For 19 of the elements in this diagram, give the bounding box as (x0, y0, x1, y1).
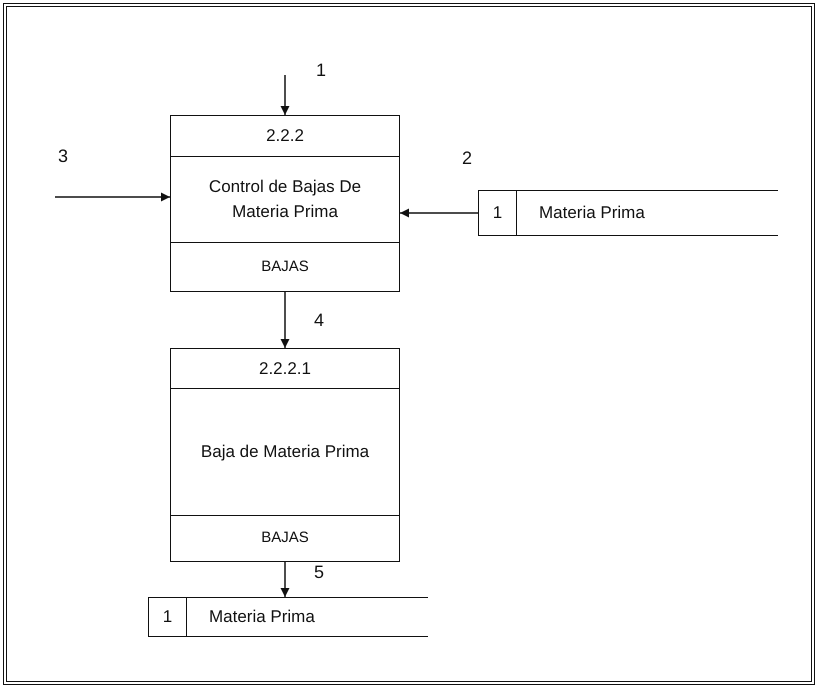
process-number: 2.2.2 (266, 125, 304, 148)
process-box (170, 348, 400, 562)
data-store (478, 190, 778, 236)
store-number: 1 (479, 191, 517, 235)
process-number: 2.2.2.1 (259, 358, 311, 380)
data-store (148, 597, 428, 637)
arrow (280, 292, 290, 348)
arrow (280, 75, 290, 115)
process-name: Baja de Materia Prima (200, 441, 370, 464)
store-number: 1 (149, 598, 187, 636)
process-box (170, 115, 400, 292)
process-location: BAJAS (261, 528, 309, 548)
store-name: Materia Prima (208, 607, 315, 627)
process-location: BAJAS (261, 256, 309, 277)
arrow (400, 208, 478, 218)
store-name: Materia Prima (538, 203, 645, 223)
arrow (280, 562, 290, 597)
process-name: Control de Bajas De Materia Prima (208, 176, 362, 224)
arrow (55, 192, 170, 202)
